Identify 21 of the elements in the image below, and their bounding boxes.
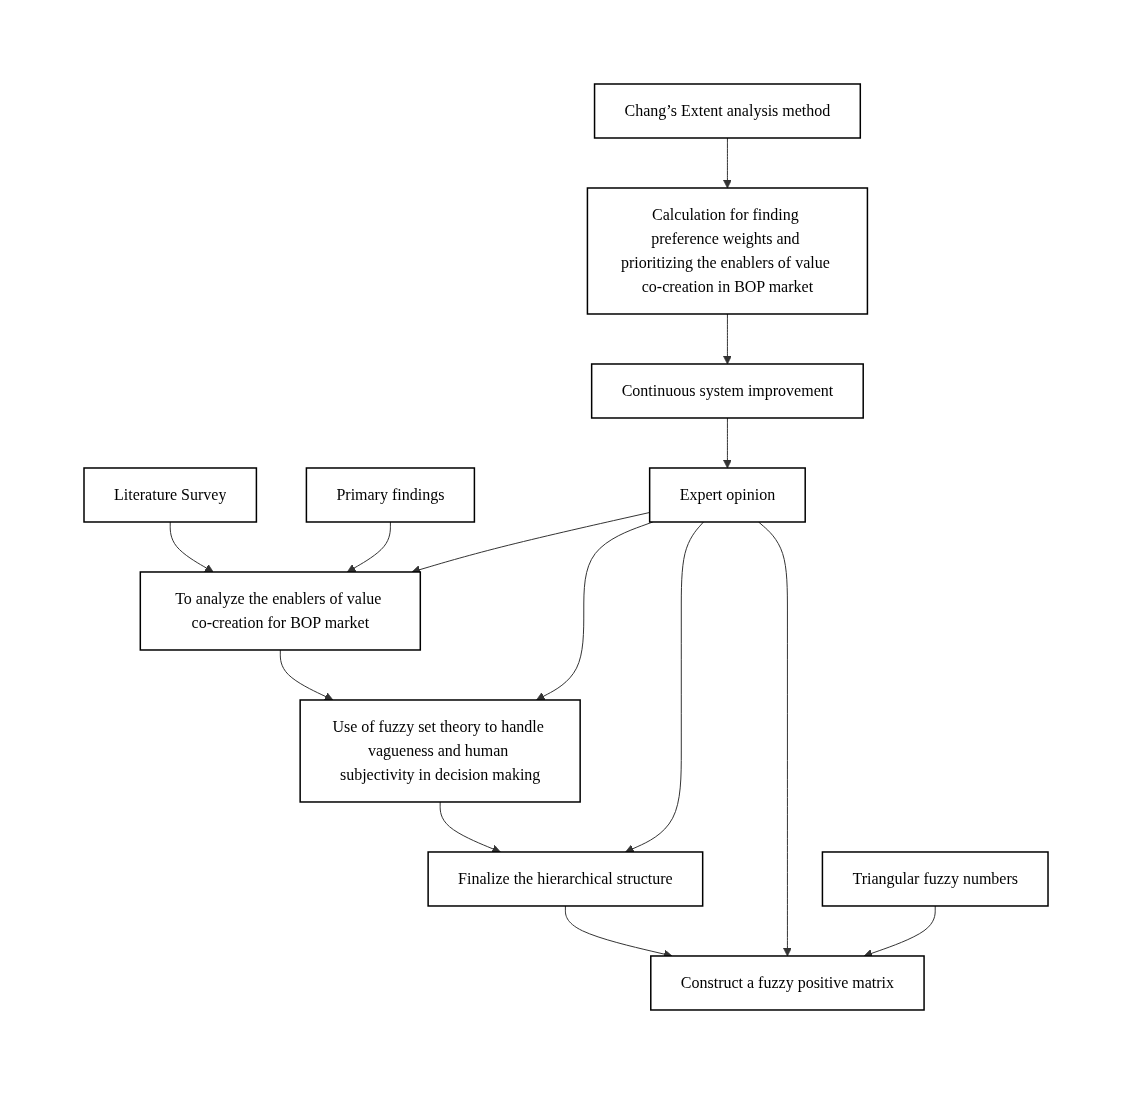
node-box: Use of fuzzy set theory to handle vagueness and human subjectivity in decision making [299, 698, 582, 803]
node-box: Calculation for finding preference weights and prioritizing the enablers of value co-creation in BOP market [587, 186, 869, 315]
arrow [723, 137, 733, 188]
arrow [170, 521, 215, 572]
arrow [758, 521, 793, 956]
arrow [280, 649, 334, 701]
arrow [625, 521, 705, 853]
node-box: Continuous system improvement [591, 362, 865, 419]
arrow [723, 313, 733, 364]
arrow [440, 801, 502, 853]
node-box: Literature Survey [83, 466, 258, 523]
node-box: Primary findings [306, 466, 476, 523]
node-box: To analyze the enablers of value co-creation for BOP market [140, 570, 422, 651]
node-box: Triangular fuzzy numbers [822, 850, 1050, 907]
node-box: Construct a fuzzy positive matrix [650, 954, 926, 1011]
node-box: Chang’s Extent analysis method [594, 82, 862, 139]
node-box: Expert opinion [649, 466, 807, 523]
arrow [347, 521, 392, 572]
arrow [864, 905, 937, 957]
arrow [723, 417, 733, 468]
node-box: Finalize the hierarchical structure [427, 850, 704, 907]
